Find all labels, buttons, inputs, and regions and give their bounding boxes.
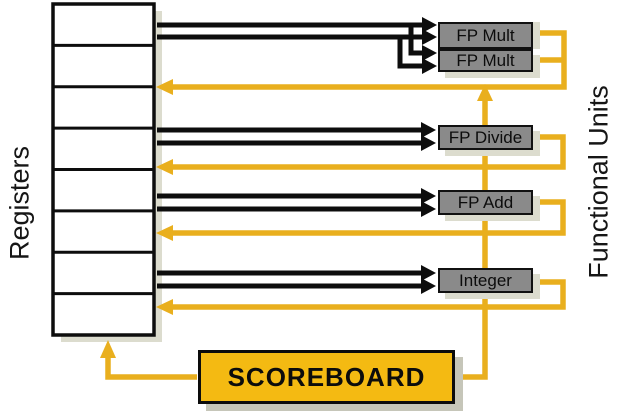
arrow-left-integer-icon (156, 299, 173, 315)
unit-box-fp-mult-2: FP Mult (438, 49, 533, 72)
arrow-left-fpmult-icon (156, 79, 173, 95)
unit-box-fp-divide: FP Divide (438, 125, 533, 150)
registers-axis-label: Registers (4, 145, 35, 261)
arrow-into-integer-a-icon (421, 265, 436, 281)
arrow-into-fpadd-a-icon (421, 188, 436, 204)
unit-label-fp-mult-2: FP Mult (456, 51, 515, 70)
unit-label-fp-mult-1: FP Mult (456, 26, 515, 45)
scoreboard-control-wires (100, 30, 567, 380)
wire-fpadd-to-registers (172, 199, 566, 236)
arrow-left-fpdivide-icon (156, 159, 173, 175)
arrow-into-fpadd-b-icon (421, 201, 436, 217)
scoreboard-label: SCOREBOARD (227, 361, 426, 392)
functional-units-axis-label: Functional Units (583, 85, 614, 279)
arrow-left-fpadd-icon (156, 225, 173, 241)
wire-fpdivide-to-registers (172, 134, 566, 170)
unit-label-fp-add: FP Add (457, 193, 514, 212)
register-row-dividers (53, 43, 154, 296)
arrow-into-integer-b-icon (421, 278, 436, 294)
scoreboard-box: SCOREBOARD (198, 350, 455, 404)
wire-scoreboard-to-registers (105, 356, 197, 380)
bus-fpmult-branch-a (408, 25, 424, 56)
arrow-into-fpdivide-b-icon (421, 135, 436, 151)
arrow-into-fpmult2-a-icon (422, 45, 437, 61)
arrow-into-fpmult1-a-icon (422, 17, 437, 33)
unit-box-fp-add: FP Add (438, 190, 533, 215)
arrow-up-into-registers-icon (100, 340, 116, 358)
unit-label-integer: Integer (459, 271, 512, 290)
operand-buses (157, 17, 437, 294)
unit-box-fp-mult-1: FP Mult (438, 22, 533, 49)
wire-integer-to-registers (172, 279, 566, 310)
unit-box-integer: Integer (438, 268, 533, 293)
unit-label-fp-divide: FP Divide (448, 128, 523, 147)
arrow-into-fpdivide-a-icon (421, 122, 436, 138)
bus-fpmult-branch-b (397, 37, 424, 69)
arrow-into-fpmult2-b-icon (422, 58, 437, 74)
arrow-into-fpmult1-b-icon (422, 29, 437, 45)
arrow-up-into-units-icon (477, 84, 493, 101)
